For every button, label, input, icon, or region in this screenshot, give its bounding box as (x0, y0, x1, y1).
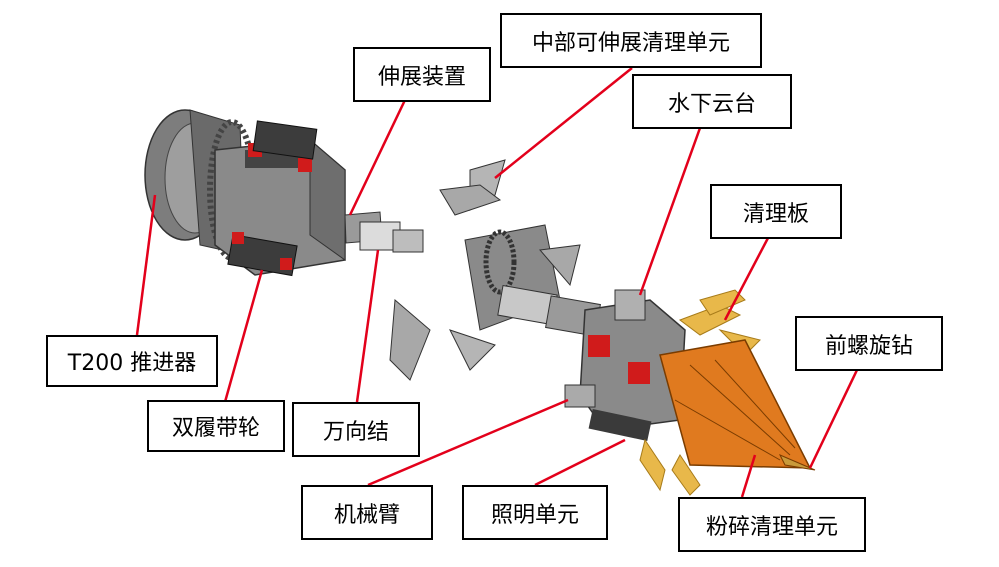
label-cleaning-board: 清理板 (710, 184, 842, 239)
leader-double-track (223, 269, 264, 403)
label-front-screw-drill: 前螺旋钻 (795, 316, 943, 371)
label-universal-joint: 万向结 (292, 402, 420, 457)
leader-crushing (740, 454, 757, 498)
label-extension: 伸展装置 (353, 47, 491, 102)
leader-front-screw-drill (808, 369, 859, 469)
front-body (564, 289, 686, 442)
label-double-track: 双履带轮 (147, 400, 285, 452)
label-crushing-cleaning-unit: 粉碎清理单元 (678, 497, 866, 552)
leader-extension (348, 99, 407, 216)
crushing-cone (659, 339, 816, 471)
leader-mid-cleaning (494, 67, 633, 179)
leader-lighting (534, 438, 626, 487)
extension-shaft (344, 211, 424, 253)
label-underwater-ptz: 水下云台 (632, 74, 792, 129)
mid-cleaning-unit (389, 159, 581, 381)
label-t200-thruster: T200 推进器 (46, 335, 218, 387)
label-mid-cleaning-unit: 中部可伸展清理单元 (500, 13, 762, 68)
double-track-wheel (227, 120, 318, 277)
leader-ptz (638, 127, 702, 296)
label-lighting-unit: 照明单元 (462, 485, 608, 540)
leader-lines (135, 67, 859, 498)
leader-arm (367, 398, 569, 487)
leader-universal-joint (355, 249, 380, 403)
label-mechanical-arm: 机械臂 (301, 485, 433, 540)
leader-cleaning-board (723, 237, 770, 321)
leader-t200 (135, 194, 157, 336)
